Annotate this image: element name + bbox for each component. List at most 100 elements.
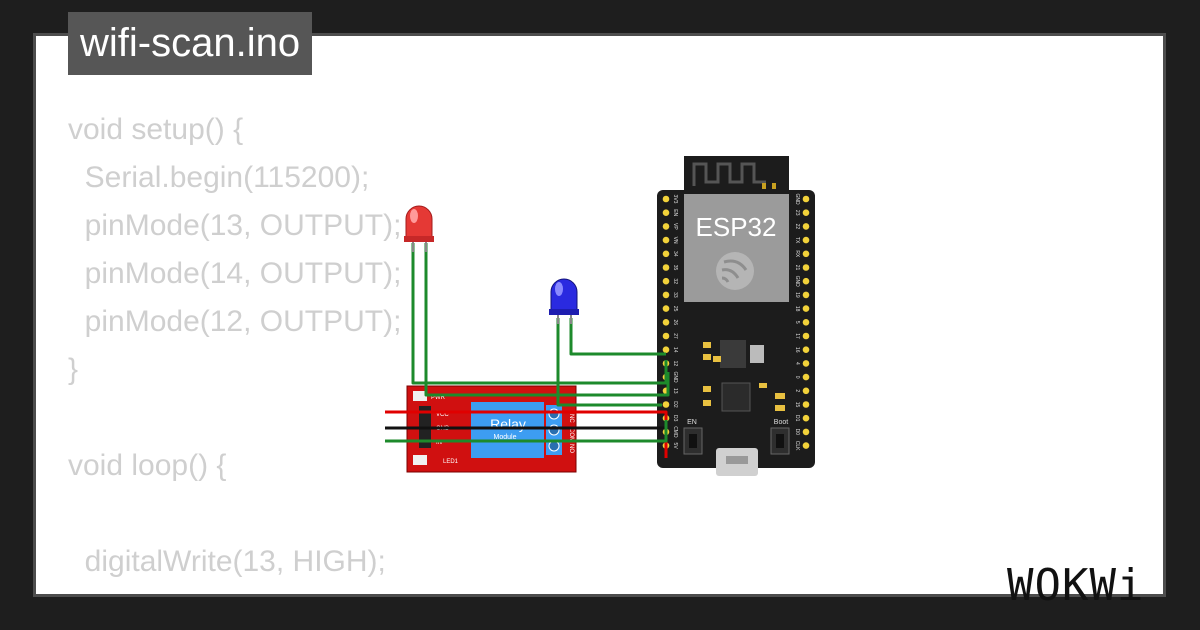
left-pin-label: 26 <box>672 320 678 326</box>
right-pin-gnd[interactable] <box>802 277 810 285</box>
wokwi-logo: WOKWi <box>1007 560 1144 611</box>
right-pin-clk[interactable] <box>802 442 810 449</box>
right-pin-gnd[interactable] <box>802 195 810 203</box>
left-pin-25[interactable] <box>662 305 670 312</box>
right-pin-0[interactable] <box>802 373 810 381</box>
wire-blue-led-2 <box>556 318 662 407</box>
right-pin-d0[interactable] <box>802 428 810 436</box>
right-pin-16[interactable] <box>802 346 810 354</box>
boot-button[interactable] <box>770 427 790 455</box>
right-pin-label: 2 <box>794 389 800 392</box>
right-pin-label: 19 <box>794 292 800 298</box>
right-pin-label: TX <box>794 237 800 244</box>
relay-subtitle: Module <box>494 434 517 441</box>
wire-blue-led <box>569 318 666 356</box>
left-pin-33[interactable] <box>662 291 670 299</box>
right-pin-label: 17 <box>794 333 800 339</box>
left-pin-header: 3V3ENVPVN343532332526271412GND13D2D3CMD5… <box>662 195 678 450</box>
esp32-board[interactable]: ESP32 EN Boot 3V3ENVPVN34353233252627141… <box>657 156 815 476</box>
wires <box>385 243 670 458</box>
relay-pin-in: IN <box>436 440 442 446</box>
code-line: pinMode(12, OUTPUT); <box>68 305 402 338</box>
left-pin-27[interactable] <box>662 332 670 340</box>
code-preview: void setup() { Serial.begin(115200); pin… <box>68 106 402 594</box>
blue-led[interactable] <box>549 278 579 324</box>
preview-card: void setup() { Serial.begin(115200); pin… <box>33 33 1166 597</box>
left-pin-label: D2 <box>672 401 678 408</box>
code-line: pinMode(14, OUTPUT); <box>68 257 402 290</box>
code-line: digitalWrite(14, HIGH); <box>68 586 401 594</box>
left-pin-label: GND <box>672 372 678 384</box>
code-line: void setup() { <box>68 113 244 146</box>
right-pin-d1[interactable] <box>802 414 810 422</box>
left-pin-d2[interactable] <box>662 401 670 408</box>
left-pin-35[interactable] <box>662 264 670 271</box>
left-pin-14[interactable] <box>662 346 670 354</box>
red-led[interactable] <box>404 205 434 252</box>
left-pin-vn[interactable] <box>662 236 670 244</box>
left-pin-label: 25 <box>672 306 678 312</box>
code-line: Serial.begin(115200); <box>68 161 370 194</box>
right-pin-label: 21 <box>794 265 800 271</box>
right-pin-label: D1 <box>794 415 800 422</box>
left-pin-label: VP <box>672 223 678 230</box>
right-pin-23[interactable] <box>802 209 810 216</box>
right-pin-17[interactable] <box>802 332 810 340</box>
right-pin-label: 16 <box>794 347 800 353</box>
file-name-tab[interactable]: wifi-scan.ino <box>68 12 313 75</box>
right-pin-tx[interactable] <box>802 236 810 244</box>
relay-contact-com: COM <box>568 428 574 442</box>
right-pin-18[interactable] <box>802 305 810 312</box>
left-pin-34[interactable] <box>662 250 670 258</box>
left-pin-label: VN <box>672 237 678 244</box>
right-pin-label: CLK <box>794 441 800 451</box>
left-pin-label: EN <box>672 209 678 216</box>
right-pin-label: 4 <box>794 362 800 365</box>
code-line: } <box>68 353 79 386</box>
wire-red-led-2 <box>411 243 668 385</box>
code-line: void loop() { <box>68 449 227 482</box>
left-pin-26[interactable] <box>662 319 670 326</box>
left-pin-label: 5V <box>672 443 678 450</box>
relay-contact-no: NO <box>568 444 574 453</box>
relay-title: Relay <box>490 416 526 432</box>
left-pin-label: 34 <box>672 251 678 257</box>
wokwi-logo-text: WOKWi <box>1007 560 1144 611</box>
led1 <box>413 455 427 465</box>
left-pin-label: 27 <box>672 333 678 339</box>
right-pin-rx[interactable] <box>802 250 810 258</box>
relay-pin-vcc: VCC <box>436 412 449 418</box>
boot-button-label: Boot <box>774 419 788 426</box>
pwr-label: PWR <box>431 395 446 401</box>
left-pin-label: 32 <box>672 278 678 284</box>
left-pin-en[interactable] <box>662 209 670 216</box>
right-pin-label: 5 <box>794 321 800 324</box>
right-pin-22[interactable] <box>802 223 810 230</box>
right-pin-label: 23 <box>794 210 800 216</box>
left-pin-label: CMD <box>672 426 678 438</box>
right-pin-label: RX <box>794 250 800 258</box>
code-line: pinMode(13, OUTPUT); <box>68 209 402 242</box>
right-pin-5[interactable] <box>802 319 810 326</box>
right-pin-15[interactable] <box>802 401 810 408</box>
en-button[interactable] <box>683 427 703 455</box>
esp32-label: ESP32 <box>696 212 777 242</box>
right-pin-label: 15 <box>794 402 800 408</box>
left-pin-label: D3 <box>672 415 678 422</box>
left-pin-3v3[interactable] <box>662 195 670 203</box>
left-pin-32[interactable] <box>662 277 670 285</box>
wire-relay-vcc <box>385 410 668 458</box>
relay-contact-nc: NC <box>568 414 574 423</box>
right-pin-label: GND <box>794 276 800 288</box>
right-pin-2[interactable] <box>802 387 810 395</box>
right-pin-19[interactable] <box>802 291 810 299</box>
right-pin-21[interactable] <box>802 264 810 271</box>
left-pin-label: 35 <box>672 265 678 271</box>
right-pin-label: 22 <box>794 224 800 230</box>
right-pin-label: 18 <box>794 306 800 312</box>
right-pin-4[interactable] <box>802 360 810 367</box>
left-pin-vp[interactable] <box>662 223 670 230</box>
left-pin-label: 14 <box>672 347 678 353</box>
